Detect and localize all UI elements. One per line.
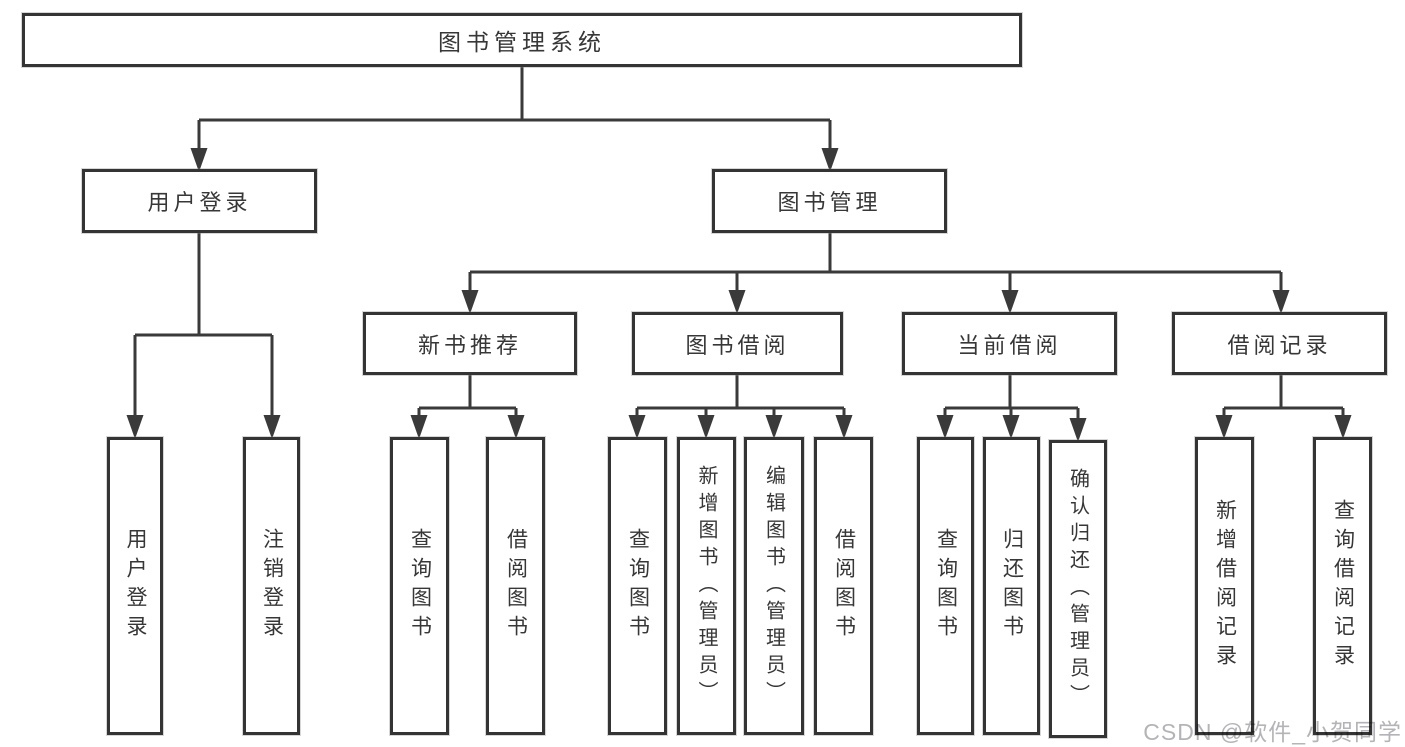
leaf-return-book-label: 归还图书 [1000,528,1024,644]
node-user-login-label: 用户登录 [147,190,252,215]
leaf-confirm-return-admin-label: 确认归还（管理员） [1066,467,1089,711]
leaf-query-borrow-record-label: 查询借阅记录 [1331,499,1355,673]
leaf-borrow-book-2: 借阅图书 [814,437,873,735]
node-root-label: 图书管理系统 [438,29,606,55]
leaf-logout: 注销登录 [243,437,300,735]
node-new-book-recommend-label: 新书推荐 [417,332,522,358]
connector-user-login-children [133,233,274,416]
leaf-add-borrow-record-label: 新增借阅记录 [1213,499,1237,673]
connector-new-book-children [417,375,518,416]
leaf-query-borrow-record: 查询借阅记录 [1313,437,1372,735]
connector-current-children [943,375,1080,418]
leaf-edit-book-admin: 编辑图书（管理员） [744,437,804,735]
node-borrow-record-label: 借阅记录 [1227,332,1332,358]
leaf-query-book-3: 查询图书 [917,437,974,735]
leaf-user-login-label: 用户登录 [124,528,147,644]
arrowheads [126,148,1352,442]
node-book-management-label: 图书管理 [777,190,882,215]
leaf-query-book-1: 查询图书 [390,437,449,735]
leaf-return-book: 归还图书 [983,437,1040,735]
node-root: 图书管理系统 [22,13,1022,67]
node-current-borrow-label: 当前借阅 [957,332,1062,358]
leaf-query-book-1-label: 查询图书 [408,528,432,644]
leaf-query-book-3-label: 查询图书 [934,528,958,644]
leaf-add-book-admin: 新增图书（管理员） [677,437,736,735]
node-borrow-record: 借阅记录 [1172,312,1387,375]
leaf-logout-label: 注销登录 [260,528,284,644]
leaf-borrow-book-2-label: 借阅图书 [832,528,856,644]
node-user-login: 用户登录 [82,169,317,233]
leaf-user-login: 用户登录 [107,437,163,735]
leaf-confirm-return-admin: 确认归还（管理员） [1049,440,1107,738]
leaf-add-borrow-record: 新增借阅记录 [1195,437,1254,735]
leaf-query-book-2: 查询图书 [608,437,667,735]
csdn-watermark: CSDN @软件_小贺同学 [1143,719,1402,745]
leaf-borrow-book-1-label: 借阅图书 [504,528,528,644]
node-book-borrow-label: 图书借阅 [685,332,790,358]
connector-borrow-children [635,375,846,416]
node-new-book-recommend: 新书推荐 [363,312,577,375]
leaf-borrow-book-1: 借阅图书 [486,437,545,735]
node-book-management: 图书管理 [712,169,947,233]
connector-record-children [1222,375,1345,416]
leaf-edit-book-admin-label: 编辑图书（管理员） [762,464,785,708]
node-book-borrow: 图书借阅 [632,312,843,375]
node-current-borrow: 当前借阅 [902,312,1117,375]
connector-root-to-level2 [197,67,832,150]
connector-book-mgmt-children [468,233,1283,291]
leaf-query-book-2-label: 查询图书 [626,528,650,644]
leaf-add-book-admin-label: 新增图书（管理员） [695,464,717,708]
